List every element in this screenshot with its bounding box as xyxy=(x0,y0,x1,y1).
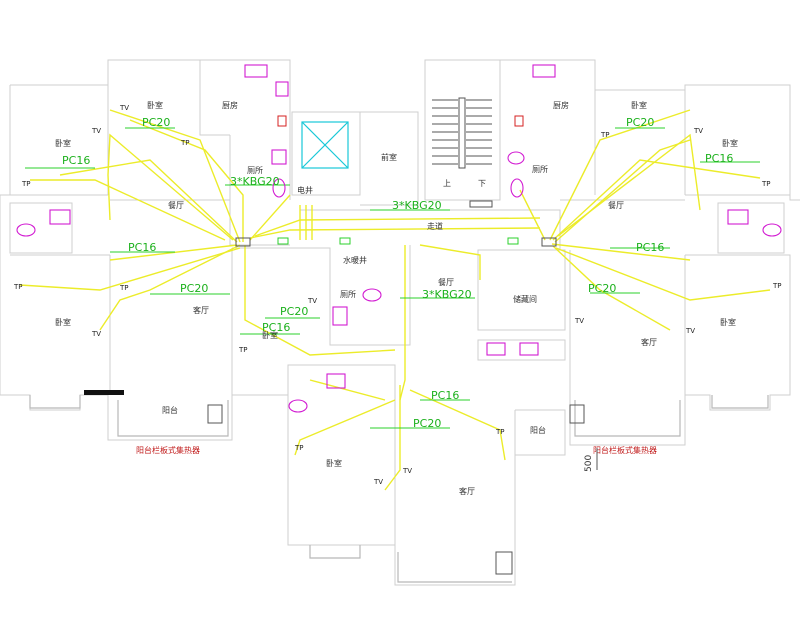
tv-outlet: TV xyxy=(91,127,101,135)
basin-icon xyxy=(49,209,71,225)
room-label: 厨房 xyxy=(553,100,569,110)
outlet-labels: TV TV TP TP TP TP TV TV TP TP TV TV TP T… xyxy=(13,104,782,486)
leader-lines xyxy=(25,127,760,429)
collector-note: 阳台栏板式集热器 xyxy=(593,445,657,455)
meter-icon xyxy=(514,115,524,127)
toilet-icon xyxy=(507,151,525,165)
tv-outlet: TV xyxy=(685,327,695,335)
pipe-label: PC16 xyxy=(431,389,459,402)
room-label: 厕所 xyxy=(340,289,356,299)
room-label: 卧室 xyxy=(720,317,736,327)
junction-boxes xyxy=(207,200,585,575)
pipe-label: PC20 xyxy=(180,282,208,295)
tp-outlet: TP xyxy=(761,180,771,188)
room-label: 前室 xyxy=(381,152,397,162)
pipe-label: 3*KBG20 xyxy=(392,199,442,212)
pipe-label: PC16 xyxy=(636,241,664,254)
collector-note: 阳台栏板式集热器 xyxy=(136,445,200,455)
room-label: 上 xyxy=(443,179,451,188)
pipe-label: PC16 xyxy=(128,241,156,254)
room-label: 厕所 xyxy=(532,164,548,174)
pipe-label: PC20 xyxy=(626,116,654,129)
room-label: 卧室 xyxy=(147,100,163,110)
room-labels: 卧室 卧室 厨房 厕所 餐厅 卧室 客厅 阳台 前室 电井 上 下 走道 水暖井… xyxy=(55,100,738,496)
tv-outlet: TV xyxy=(373,478,383,486)
tv-outlet: TV xyxy=(119,104,129,112)
basin-icon xyxy=(332,306,348,326)
basin-icon xyxy=(326,373,346,389)
tp-outlet: TP xyxy=(21,180,31,188)
tp-outlet: TP xyxy=(119,284,129,292)
pipe-label: 3*KBG20 xyxy=(230,175,280,188)
tv-outlet: TV xyxy=(574,317,584,325)
tp-outlet: TP xyxy=(180,139,190,147)
room-label: 客厅 xyxy=(193,305,209,315)
tp-outlet: TP xyxy=(600,131,610,139)
room-label: 卧室 xyxy=(55,317,71,327)
pipe-label: PC16 xyxy=(705,152,733,165)
railings xyxy=(29,395,769,583)
dimension-label: 500 xyxy=(584,455,594,472)
stove-icon xyxy=(275,81,289,97)
room-label: 厨房 xyxy=(222,100,238,110)
sink-icon xyxy=(486,342,506,356)
room-label: 卧室 xyxy=(262,330,278,340)
tp-outlet: TP xyxy=(772,282,782,290)
basin-icon xyxy=(727,209,749,225)
stove-icon xyxy=(519,342,539,356)
tp-outlet: TP xyxy=(238,346,248,354)
basin-icon xyxy=(510,178,524,198)
pipe-label: PC20 xyxy=(142,116,170,129)
room-label: 阳台 xyxy=(530,425,546,435)
room-label: 餐厅 xyxy=(438,278,454,287)
room-label: 餐厅 xyxy=(608,201,624,210)
room-label: 客厅 xyxy=(459,486,475,496)
toilet-icon xyxy=(362,288,382,302)
meter-icon xyxy=(277,115,287,127)
room-label: 电井 xyxy=(297,185,313,195)
pipe-label: PC16 xyxy=(262,321,290,334)
tv-outlet: TV xyxy=(91,330,101,338)
room-label: 厕所 xyxy=(247,165,263,175)
room-label: 卧室 xyxy=(722,138,738,148)
room-label: 餐厅 xyxy=(168,201,184,210)
room-label: 储藏间 xyxy=(513,294,537,304)
tp-outlet: TP xyxy=(294,444,304,452)
pipe-label: PC16 xyxy=(62,154,90,167)
conduit-lines xyxy=(19,109,771,491)
basin-icon xyxy=(272,178,286,198)
balcony-edge xyxy=(84,390,124,395)
pipe-label: PC20 xyxy=(280,305,308,318)
pipe-label: PC20 xyxy=(588,282,616,295)
tp-outlet: TP xyxy=(495,428,505,436)
pipe-labels: PC20 PC16 3*KBG20 3*KBG20 PC20 PC16 PC16… xyxy=(62,116,733,430)
toilet-icon xyxy=(762,223,782,237)
toilet-icon xyxy=(16,223,36,237)
tp-outlet: TP xyxy=(13,283,23,291)
sink-icon xyxy=(244,64,268,78)
pipe-label: PC20 xyxy=(413,417,441,430)
room-label: 卧室 xyxy=(55,138,71,148)
room-label: 下 xyxy=(478,179,486,188)
pipe-label: 3*KBG20 xyxy=(422,288,472,301)
tv-outlet: TV xyxy=(402,467,412,475)
stair-treads xyxy=(432,97,492,169)
walls xyxy=(0,59,800,586)
room-label: 走道 xyxy=(427,221,443,231)
room-label: 卧室 xyxy=(326,458,342,468)
room-label: 卧室 xyxy=(631,100,647,110)
toilet-icon xyxy=(271,149,287,165)
toilet-icon xyxy=(288,399,308,413)
room-label: 客厅 xyxy=(641,337,657,347)
tv-outlet: TV xyxy=(307,297,317,305)
fixtures xyxy=(16,64,782,413)
room-label: 水暖井 xyxy=(343,255,367,265)
room-label: 阳台 xyxy=(162,405,178,415)
sink-icon xyxy=(532,64,556,78)
tv-outlet: TV xyxy=(693,127,703,135)
